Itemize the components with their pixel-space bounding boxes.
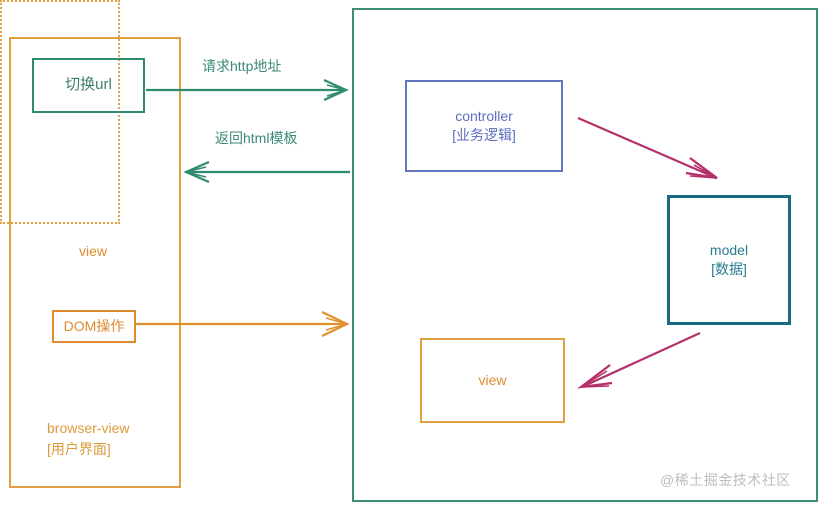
server-container xyxy=(352,8,818,502)
server-view-box: view xyxy=(420,338,565,423)
dom-operation-label: DOM操作 xyxy=(63,318,125,335)
browser-view-container xyxy=(9,37,181,488)
dom-operation-box: DOM操作 xyxy=(52,310,136,343)
model-box: model [数据] xyxy=(667,195,791,325)
client-view-label: view xyxy=(78,243,107,259)
model-label: model [数据] xyxy=(709,242,749,277)
switch-url-label: 切换url xyxy=(65,76,112,94)
controller-label: controller [业务逻辑] xyxy=(452,108,516,143)
request-arrow-label: 请求http地址 xyxy=(202,58,282,74)
switch-url-box: 切换url xyxy=(32,58,145,113)
response-arrow-label: 返回html模板 xyxy=(215,130,298,146)
controller-box: controller [业务逻辑] xyxy=(405,80,563,172)
watermark: @稀土掘金技术社区 xyxy=(660,472,791,488)
browser-view-label: browser-view [用户界面] xyxy=(47,420,130,457)
server-view-label: view xyxy=(478,372,507,389)
return-html-arrow xyxy=(183,160,350,184)
